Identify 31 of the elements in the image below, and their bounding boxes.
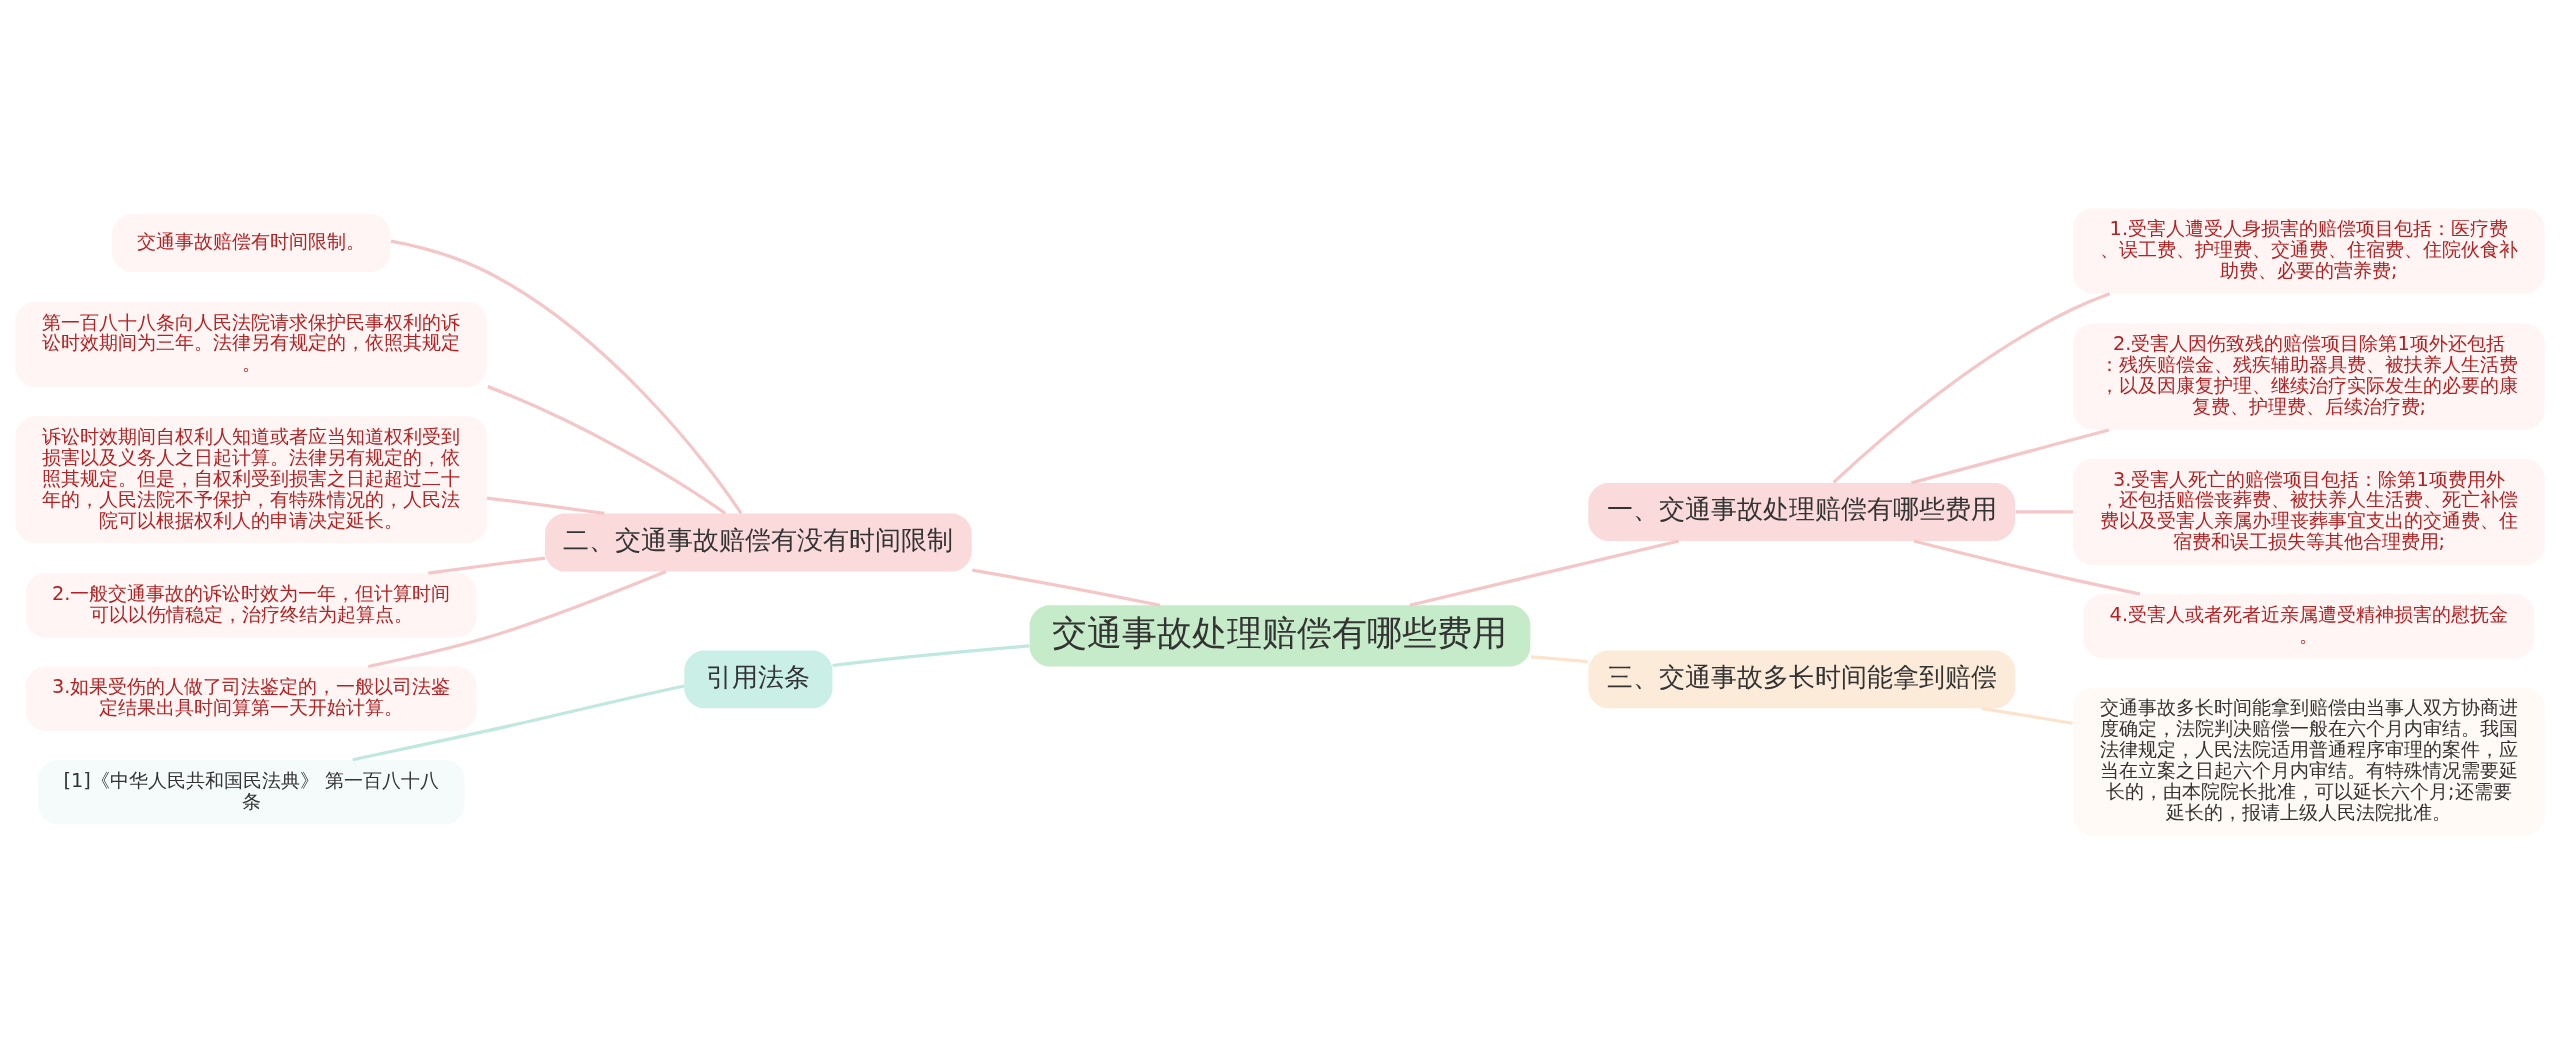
node-box: 2.受害人因伤致残的赔偿项目除第1项外还包括：残疾赔偿金、残疾辅助器具费、被扶养人生活费，以及因康复护理、继续治疗实际发生的必要的康复费、护理费、后续治疗费; [2072,323,2545,430]
connector [1530,654,1588,663]
node-box: 诉讼时效期间自权利人知道或者应当知道权利受到损害以及义务人之日起计算。法律另有规定的，依照其规定。但是，自权利受到损害之日起超过二十年的，人民法院不予保护，有特殊情况的，人民法院可以根据权利人的申请决定延长。 [15,415,488,543]
node-box: 交通事故多长时间能拿到赔偿由当事人双方协商进度确定，法院判决赔偿一般在六个月内审结。我国法律规定，人民法院适用普通程序审理的案件，应当在立案之日起六个月内审结。有特殊情况需要延长的，由本院院长批准，可以延长六个月;还需要延长的，报请上级人民法院批准。 [2072,686,2545,836]
connector [1981,706,2073,725]
node-box: 2.一般交通事故的诉讼时效为一年，但计算时间可以以伤情稳定，治疗终结为起算点。 [25,572,477,637]
node-box: 4.受害人或者死者近亲属遭受精神损害的慰抚金。 [2083,593,2535,658]
connector [972,568,1161,607]
node-box: 三、交通事故多长时间能拿到赔偿 [1588,649,2015,708]
connector [367,569,667,668]
node-box: 二、交通事故赔偿有没有时间限制 [545,513,972,571]
connector [390,239,743,514]
node-box: 1.受害人遭受人身损害的赔偿项目包括：医疗费、误工费、护理费、交通费、住宿费、住院伙食补助费、必要的营养费; [2072,207,2545,294]
node-box: 引用法条 [684,649,833,708]
connector [1832,291,2111,484]
node-box: 交通事故赔偿有时间限制。 [111,213,391,272]
connector [486,495,605,515]
node-box: 一、交通事故处理赔偿有哪些费用 [1588,482,2015,541]
connector [487,384,727,515]
node-box: [1]《中华人民共和国民法典》 第一百八十八条 [37,759,465,824]
connector [1409,538,1680,607]
connector [2015,509,2073,514]
connector [1913,538,2141,596]
node-box: 3.如果受伤的人做了司法鉴定的，一般以司法鉴定结果出具时间算第一天开始计算。 [25,666,477,731]
connector [1910,427,2110,484]
connector [352,683,685,761]
node-box: 第一百八十八条向人民法院请求保护民事权利的诉讼时效期间为三年。法律另有规定的，依照其规定。 [15,301,488,387]
node-box: 交通事故处理赔偿有哪些费用 [1029,604,1531,666]
node-box: 3.受害人死亡的赔偿项目包括：除第1项费用外，还包括赔偿丧葬费、被扶养人生活费、死亡补偿费以及受害人亲属办理丧葬事宜支出的交通费、住宿费和误工损失等其他合理费用; [2072,458,2545,565]
connector [832,643,1030,667]
connector [428,556,546,575]
